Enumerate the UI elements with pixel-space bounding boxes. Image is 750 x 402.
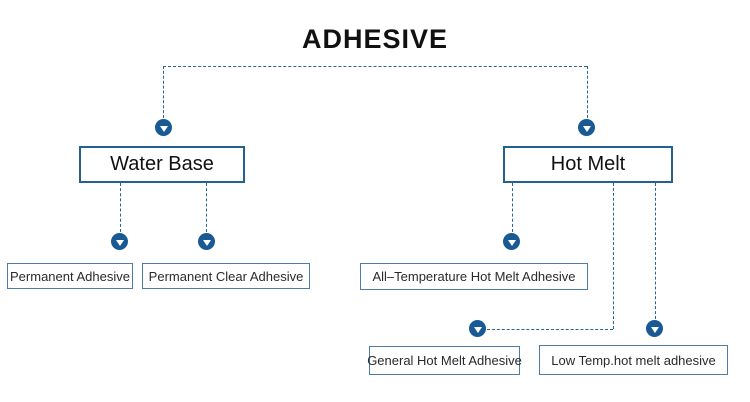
connector-hot-melt-to-general-horizontal: [487, 329, 613, 330]
connector-hot-melt-to-all-temperature: [512, 183, 513, 232]
node-label: Permanent Clear Adhesive: [148, 268, 304, 284]
connector-root-horizontal: [163, 66, 587, 67]
down-arrow-icon: [469, 320, 486, 337]
node-all-temperature-hot-melt-adhesive: All–Temperature Hot Melt Adhesive: [360, 263, 588, 290]
connector-root-to-hot-melt: [587, 66, 588, 118]
connector-water-base-to-permanent-clear-adhesive: [206, 183, 207, 232]
connector-hot-melt-to-low-temp: [655, 183, 656, 319]
node-label: General Hot Melt Adhesive: [367, 353, 522, 368]
node-general-hot-melt-adhesive: General Hot Melt Adhesive: [367, 346, 522, 375]
node-permanent-clear-adhesive: Permanent Clear Adhesive: [142, 263, 310, 289]
diagram-title: ADHESIVE: [301, 24, 449, 54]
node-water-base: Water Base: [79, 146, 245, 183]
node-label: Low Temp.hot melt adhesive: [551, 352, 716, 368]
down-arrow-icon: [646, 320, 663, 337]
connector-root-to-water-base: [163, 66, 164, 118]
node-hot-melt: Hot Melt: [503, 146, 673, 183]
node-low-temp-hot-melt-adhesive: Low Temp.hot melt adhesive: [539, 345, 728, 375]
down-arrow-icon: [503, 233, 520, 250]
node-label: Water Base: [110, 153, 214, 175]
connector-hot-melt-to-general-vertical: [613, 183, 614, 329]
down-arrow-icon: [578, 119, 595, 136]
node-label: All–Temperature Hot Melt Adhesive: [372, 269, 576, 284]
connector-water-base-to-permanent-adhesive: [120, 183, 121, 232]
down-arrow-icon: [155, 119, 172, 136]
node-permanent-adhesive: Permanent Adhesive: [7, 263, 133, 289]
node-label: Hot Melt: [550, 153, 626, 175]
down-arrow-icon: [198, 233, 215, 250]
down-arrow-icon: [111, 233, 128, 250]
node-label: Permanent Adhesive: [10, 268, 130, 284]
